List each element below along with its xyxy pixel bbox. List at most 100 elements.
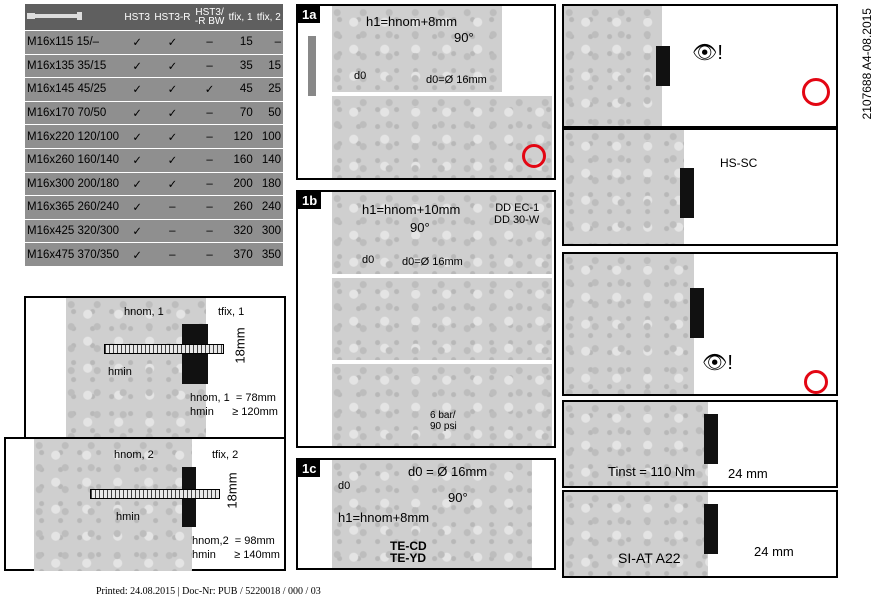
cell-hst3r: ✓	[152, 124, 193, 149]
concrete-drill	[332, 6, 502, 92]
step-4b-panel: 4b SI-AT A22 24 mm	[562, 490, 838, 578]
cell-tfix2: 300	[254, 218, 283, 243]
cell-hst3r: ✓	[152, 100, 193, 125]
cell-hst3: ✓	[122, 147, 153, 173]
concrete-base	[34, 439, 192, 571]
cell-bw: –	[192, 53, 227, 78]
step-1a-panel: 1a h1=hnom+8mm 90° d0 d0=Ø 16mm	[296, 4, 556, 180]
angle-label: 90°	[410, 220, 430, 235]
h1-label: h1=hnom+8mm	[338, 510, 430, 525]
concrete-clean	[332, 96, 552, 178]
cell-tfix1: 120	[226, 124, 255, 149]
cell-size: M16x170 70/50	[25, 100, 123, 125]
fixture-plate	[656, 46, 670, 86]
cell-tfix2: 15	[254, 53, 283, 78]
eye-icon: 👁!	[702, 352, 733, 374]
anchor-icon	[27, 11, 82, 20]
tool-label: HS-SC	[720, 156, 758, 170]
cell-hst3: ✓	[122, 100, 153, 125]
cell-hst3: ✓	[122, 195, 153, 220]
cell-tfix2: 350	[254, 242, 283, 266]
hnom-label: hnom, 2	[114, 449, 154, 461]
cell-size: M16x145 45/25	[25, 77, 123, 102]
setting-diagram-2: hnom, 2 tfix, 2 18mm hmin hnom,2 = 98mm …	[4, 437, 286, 571]
cell-tfix2: 25	[254, 77, 283, 102]
no-icon	[522, 144, 546, 168]
cell-hst3r: ✓	[152, 171, 193, 196]
value-2: hmin ≥ 140mm	[192, 549, 280, 561]
fixture-plate	[182, 324, 208, 384]
cell-hst3: ✓	[122, 242, 153, 266]
cell-hst3: ✓	[122, 218, 153, 243]
step-tag: 1a	[298, 6, 321, 23]
angle-label: 90°	[448, 490, 468, 505]
hmin-label: hmin	[108, 366, 132, 378]
cell-bw: –	[192, 30, 227, 55]
hmin-label: hmin	[116, 511, 140, 523]
d0-label: d0	[354, 70, 367, 82]
cell-hst3r: –	[152, 218, 193, 243]
table-header-tfix1: tfix, 1	[226, 4, 255, 31]
cell-size: M16x135 35/15	[25, 53, 123, 78]
concrete-blow	[332, 278, 552, 360]
fixture-plate	[704, 414, 718, 464]
step-tag: 1c	[298, 460, 321, 477]
table-header-hst3: HST3	[122, 4, 153, 31]
cell-bw: –	[192, 242, 227, 266]
cell-size: M16x425 320/300	[25, 218, 123, 243]
cell-tfix1: 200	[226, 171, 255, 196]
concrete-base	[564, 254, 694, 394]
step-1c-panel: 1c d0 = Ø 16mm d0 90° h1=hnom+8mm TE-CD …	[296, 458, 556, 570]
table-header-row: HST3 HST3-R HST3/ -R BW tfix, 1 tfix, 2	[25, 4, 283, 31]
cell-tfix2: –	[254, 30, 283, 55]
cell-tfix1: 15	[226, 30, 255, 55]
concrete-drill	[332, 460, 532, 568]
no-icon	[802, 78, 830, 106]
no-icon	[804, 370, 828, 394]
cell-hst3: ✓	[122, 171, 153, 196]
cell-tfix1: 260	[226, 195, 255, 220]
cell-hst3r: ✓	[152, 77, 193, 102]
cell-tfix1: 35	[226, 53, 255, 78]
cell-hst3: ✓	[122, 124, 153, 149]
tfix-label: tfix, 2	[212, 449, 239, 461]
h1-label: h1=hnom+10mm	[362, 202, 461, 217]
table-header-anchor-icon	[25, 4, 123, 31]
value-1: hnom,2 = 98mm	[192, 535, 275, 547]
step-2b-panel: 2b HS-SC	[562, 128, 838, 246]
value-1: hnom, 1 = 78mm	[190, 392, 276, 404]
cell-bw: –	[192, 124, 227, 149]
cell-bw: –	[192, 218, 227, 243]
concrete-drill	[332, 192, 552, 274]
drill-bit-icon	[308, 36, 316, 96]
cell-size: M16x475 370/350	[25, 242, 123, 266]
table-header-bw: HST3/ -R BW	[192, 4, 227, 31]
cell-hst3: ✓	[122, 77, 153, 102]
cell-size: M16x115 15/–	[25, 30, 123, 55]
spec-table: HST3 HST3-R HST3/ -R BW tfix, 1 tfix, 2 …	[25, 4, 283, 266]
concrete-base	[564, 130, 684, 244]
fixture-plate	[690, 288, 704, 338]
print-footer: Printed: 24.08.2015 | Doc-Nr: PUB / 5220…	[96, 586, 321, 597]
document-reference: 2107688 A4-08.2015	[860, 8, 874, 120]
cell-tfix1: 370	[226, 242, 255, 266]
tool-label: DD EC-1 DD 30-W	[494, 202, 540, 226]
diameter-label: d0=Ø 16mm	[426, 74, 487, 86]
d0-label: d0	[338, 480, 351, 492]
diameter-label: d0 = Ø 16mm	[408, 464, 488, 479]
anchor-bolt	[90, 489, 220, 499]
cell-hst3r: –	[152, 195, 193, 220]
cell-bw: –	[192, 171, 227, 196]
cell-tfix2: 240	[254, 195, 283, 220]
cell-tfix1: 160	[226, 147, 255, 173]
dimension-label: 24 mm	[754, 544, 794, 559]
setting-diagram-1: hnom, 1 tfix, 1 18mm hmin hnom, 1 = 78mm…	[24, 296, 286, 439]
table-row: M16x115 15/–✓✓–15–	[25, 30, 283, 55]
value-2: hmin ≥ 120mm	[190, 406, 278, 418]
